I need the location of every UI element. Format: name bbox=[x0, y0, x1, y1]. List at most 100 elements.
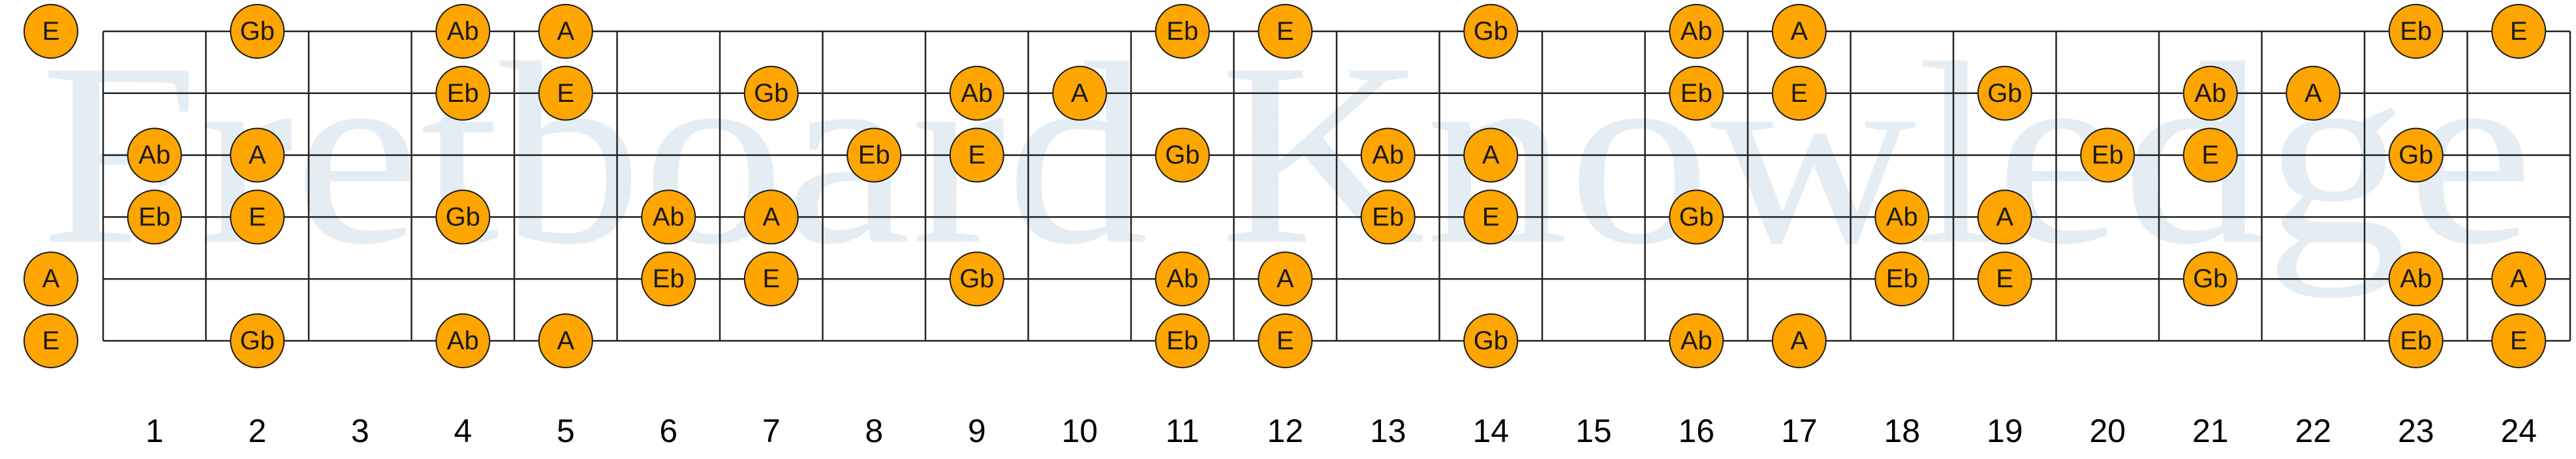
note-marker: Gb bbox=[1977, 65, 2032, 121]
note-label: Ab bbox=[2194, 79, 2226, 108]
note-circle bbox=[1258, 4, 1313, 59]
note-label: Ab bbox=[2400, 264, 2432, 293]
note-circle bbox=[1463, 189, 1519, 245]
note-label: A bbox=[1482, 141, 1500, 170]
fret-number: 4 bbox=[454, 413, 472, 449]
note-label: E bbox=[249, 202, 266, 231]
note-marker: Ab bbox=[435, 4, 491, 59]
note-label: Eb bbox=[858, 141, 890, 170]
note-circle bbox=[1360, 127, 1416, 183]
note-label: A bbox=[762, 202, 780, 231]
note-circle bbox=[1669, 189, 1724, 245]
note-marker: Gb bbox=[949, 251, 1004, 307]
note-circle bbox=[23, 313, 78, 368]
note-marker: E bbox=[2491, 4, 2547, 59]
note-circle bbox=[1874, 251, 1930, 307]
fret-number: 11 bbox=[1166, 413, 1200, 449]
note-circle bbox=[1258, 251, 1313, 307]
note-label: Gb bbox=[2193, 264, 2227, 293]
fret-number: 8 bbox=[865, 413, 883, 449]
note-label: Eb bbox=[2400, 17, 2432, 46]
note-marker: A bbox=[1463, 127, 1519, 183]
note-circle bbox=[23, 251, 78, 307]
fret-number: 5 bbox=[557, 413, 575, 449]
note-circle bbox=[2182, 65, 2238, 121]
note-circle bbox=[949, 251, 1004, 307]
note-marker: Gb bbox=[1155, 127, 1210, 183]
note-circle bbox=[435, 189, 491, 245]
note-marker: Ab bbox=[2182, 65, 2238, 121]
note-marker: Eb bbox=[1155, 313, 1210, 368]
note-circle bbox=[2388, 127, 2444, 183]
note-circle bbox=[1977, 251, 2032, 307]
note-marker: Eb bbox=[435, 65, 491, 121]
note-marker: Gb bbox=[2182, 251, 2238, 307]
note-circle bbox=[1052, 65, 1108, 121]
note-circle bbox=[949, 65, 1004, 121]
fret-number: 10 bbox=[1061, 413, 1098, 449]
note-marker: E bbox=[23, 313, 78, 368]
note-circle bbox=[1155, 127, 1210, 183]
note-circle bbox=[2182, 251, 2238, 307]
note-label: E bbox=[1790, 79, 1808, 108]
fret-number: 1 bbox=[146, 413, 164, 449]
note-circle bbox=[230, 127, 285, 183]
note-label: Ab bbox=[447, 17, 479, 46]
note-circle bbox=[1977, 189, 2032, 245]
note-circle bbox=[230, 4, 285, 59]
fret-number: 24 bbox=[2500, 413, 2537, 449]
note-label: E bbox=[42, 17, 60, 46]
fret-number: 14 bbox=[1472, 413, 1509, 449]
note-marker: E bbox=[949, 127, 1004, 183]
note-circle bbox=[230, 189, 285, 245]
note-marker: A bbox=[1258, 251, 1313, 307]
note-circle bbox=[2080, 127, 2135, 183]
fret-number: 6 bbox=[659, 413, 677, 449]
note-circle bbox=[127, 189, 182, 245]
note-marker: A bbox=[23, 251, 78, 307]
note-label: Gb bbox=[1679, 202, 1714, 231]
fret-number: 13 bbox=[1370, 413, 1406, 449]
note-label: E bbox=[762, 264, 780, 293]
note-label: Gb bbox=[754, 79, 788, 108]
note-label: Gb bbox=[1165, 141, 1200, 170]
note-marker: Gb bbox=[435, 189, 491, 245]
note-label: E bbox=[557, 79, 574, 108]
note-label: A bbox=[249, 141, 266, 170]
note-label: A bbox=[42, 264, 60, 293]
note-circle bbox=[641, 189, 696, 245]
fret-number: 9 bbox=[968, 413, 986, 449]
note-marker: Gb bbox=[2388, 127, 2444, 183]
note-label: Ab bbox=[653, 202, 685, 231]
note-label: Gb bbox=[2398, 141, 2433, 170]
note-label: E bbox=[1996, 264, 2013, 293]
note-circle bbox=[743, 65, 799, 121]
note-label: E bbox=[2510, 326, 2528, 355]
note-marker: Gb bbox=[1463, 313, 1519, 368]
note-circle bbox=[1155, 313, 1210, 368]
note-marker: Ab bbox=[1669, 4, 1724, 59]
fret-number: 19 bbox=[1987, 413, 2023, 449]
note-marker: A bbox=[538, 4, 593, 59]
note-marker: Ab bbox=[641, 189, 696, 245]
note-circle bbox=[2286, 65, 2341, 121]
note-marker: Eb bbox=[846, 127, 902, 183]
fret-number: 21 bbox=[2192, 413, 2229, 449]
note-marker: Ab bbox=[1155, 251, 1210, 307]
note-marker: E bbox=[538, 65, 593, 121]
note-marker: Eb bbox=[641, 251, 696, 307]
note-marker: Eb bbox=[127, 189, 182, 245]
note-circle bbox=[2491, 251, 2547, 307]
note-label: Ab bbox=[138, 141, 170, 170]
note-label: Ab bbox=[1372, 141, 1404, 170]
note-label: Eb bbox=[2092, 141, 2124, 170]
note-circle bbox=[435, 313, 491, 368]
fret-number: 3 bbox=[351, 413, 369, 449]
note-marker: E bbox=[2491, 313, 2547, 368]
note-marker: E bbox=[230, 189, 285, 245]
note-label: A bbox=[1071, 79, 1089, 108]
note-label: Gb bbox=[1474, 17, 1508, 46]
note-circle bbox=[2491, 313, 2547, 368]
